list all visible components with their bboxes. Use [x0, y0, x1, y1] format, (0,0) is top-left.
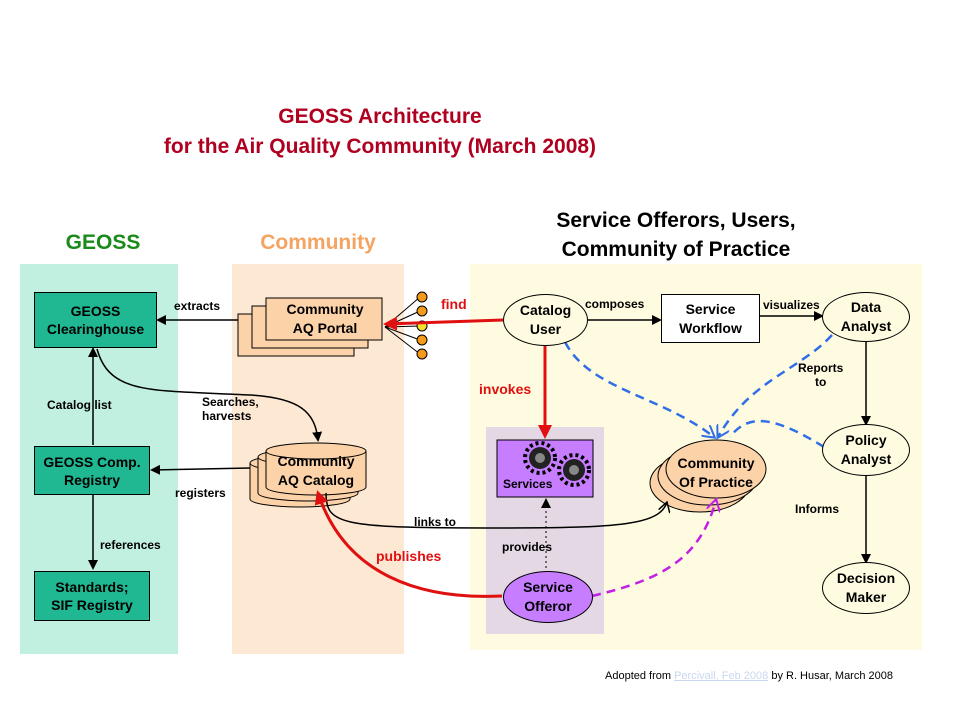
aq-catalog: Community AQ Catalog — [277, 453, 355, 488]
service-heading: Service Offerors, Users, Community of Pr… — [470, 206, 882, 264]
geoss-registry: GEOSS Comp. Registry — [34, 446, 150, 495]
links-to-label: links to — [414, 515, 457, 529]
informs-label: Informs — [795, 502, 840, 516]
community-practice: Community Of Practice — [677, 455, 755, 490]
data-analyst: Data Analyst — [822, 292, 910, 342]
find-label: find — [441, 296, 467, 312]
catalog-user: Catalog User — [503, 294, 588, 346]
attribution-suffix: by R. Husar, March 2008 — [768, 670, 893, 682]
references-label: references — [100, 538, 161, 552]
community-heading: Community — [260, 231, 376, 254]
reports-label: Reports to — [798, 361, 844, 389]
title-line-1: GEOSS Architecture — [278, 105, 482, 128]
registers-label: registers — [175, 486, 226, 500]
visualizes-label: visualizes — [763, 298, 820, 312]
invokes-label: invokes — [479, 381, 532, 397]
geoss-clearinghouse: GEOSS Clearinghouse — [34, 292, 157, 348]
aq-portal-stack — [237, 297, 383, 357]
searches-arrow — [96, 348, 323, 442]
title-line-2: for the Air Quality Community (March 200… — [163, 135, 597, 158]
attribution-prefix: Adopted from — [605, 670, 675, 682]
service-heading-line-2: Community of Practice — [561, 238, 791, 261]
geoss-heading: GEOSS — [65, 231, 141, 254]
aq-portal: Community AQ Portal — [286, 301, 364, 336]
find-fan — [384, 291, 428, 360]
attribution: Adopted from Percivall, Feb 2008 by R. H… — [605, 670, 893, 682]
provides-label: provides — [502, 540, 553, 554]
find-arrow — [383, 316, 504, 331]
services-box — [496, 439, 594, 498]
searches-label: Searches, harvests — [202, 395, 259, 423]
publishes-label: publishes — [376, 548, 442, 564]
composes-label: composes — [585, 297, 645, 311]
offeror-to-practice-arrow — [591, 500, 716, 598]
catalog-list-label: Catalog list — [47, 398, 112, 412]
service-workflow: Service Workflow — [661, 294, 760, 343]
catalog-user-to-practice-arrow — [563, 341, 714, 437]
community-practice-stack — [649, 439, 767, 513]
policy-analyst-to-practice-arrow — [728, 419, 825, 449]
registers-arrow — [150, 464, 251, 475]
standards-registry: Standards; SIF Registry — [34, 571, 150, 621]
attribution-link[interactable]: Percivall, Feb 2008 — [674, 670, 769, 682]
extracts-label: extracts — [174, 299, 221, 313]
service-heading-line-1: Service Offerors, Users, — [556, 209, 796, 232]
service-offeror: Service Offeror — [503, 571, 593, 623]
publishes-arrow — [314, 490, 503, 598]
diagram-title: GEOSS Architecture for the Air Quality C… — [60, 102, 700, 162]
decision-maker: Decision Maker — [822, 562, 910, 614]
gear-icon — [523, 441, 591, 487]
data-analyst-to-practice-arrow — [718, 334, 833, 437]
policy-analyst: Policy Analyst — [822, 424, 910, 476]
links-to-arrow — [325, 492, 667, 529]
services-label: Services — [503, 477, 553, 491]
